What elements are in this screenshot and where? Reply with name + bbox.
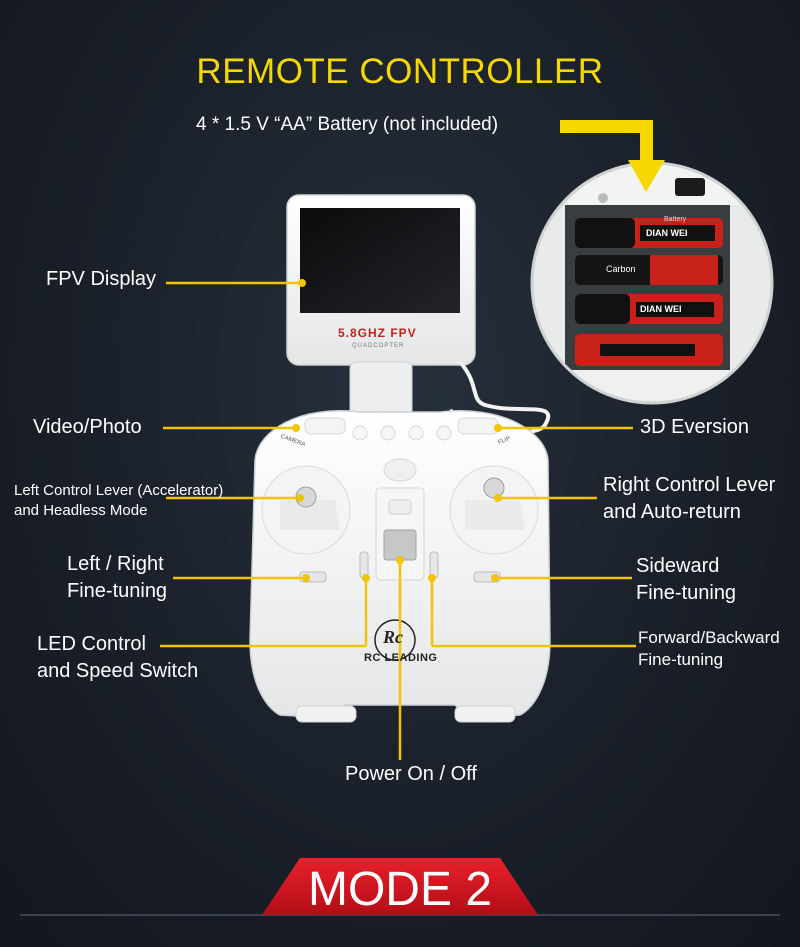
battery-row-2 bbox=[575, 255, 723, 285]
battery-text-1: DIAN WEI bbox=[646, 228, 688, 238]
label-lr-fine-line2: Fine-tuning bbox=[67, 580, 168, 602]
battery-row-4 bbox=[575, 334, 723, 366]
battery-row-3 bbox=[575, 294, 723, 324]
mode-banner bbox=[20, 858, 780, 916]
controller-logo-text: RC LEADING bbox=[364, 652, 438, 664]
page-title: REMOTE CONTROLLER bbox=[196, 52, 604, 91]
label-fpv-display: FPV Display bbox=[46, 268, 157, 290]
mode-label: MODE 2 bbox=[307, 863, 493, 916]
battery-note: 4 * 1.5 V “AA” Battery (not included) bbox=[196, 114, 499, 135]
label-lr-fine-line1: Left / Right bbox=[67, 553, 164, 575]
callout-lines bbox=[160, 279, 636, 760]
label-led-line2: and Speed Switch bbox=[37, 660, 199, 682]
battery-text-2: Carbon bbox=[606, 264, 636, 274]
battery-row-1 bbox=[575, 218, 723, 248]
label-video-photo: Video/Photo bbox=[33, 416, 142, 438]
screen-brand: 5.8GHZ FPV bbox=[338, 326, 417, 340]
battery-zoom-circle bbox=[530, 161, 774, 405]
label-left-lever-line2: and Headless Mode bbox=[14, 502, 148, 519]
label-right-lever-line2: and Auto-return bbox=[603, 501, 741, 523]
label-left-lever-line1: Left Control Lever (Accelerator) bbox=[14, 482, 224, 499]
label-power: Power On / Off bbox=[345, 763, 477, 785]
fpv-monitor bbox=[286, 194, 551, 435]
battery-text-3: DIAN WEI bbox=[640, 304, 682, 314]
label-fb-fine-line2: Fine-tuning bbox=[638, 650, 724, 669]
screen-subbrand: QUADCOPTER bbox=[352, 343, 405, 349]
label-led-line1: LED Control bbox=[37, 633, 146, 655]
battery-text-top: Battery bbox=[664, 216, 687, 223]
label-sideward-line2: Fine-tuning bbox=[636, 582, 737, 604]
battery-arrow bbox=[560, 120, 665, 192]
label-right-lever-line1: Right Control Lever bbox=[603, 474, 776, 496]
label-fb-fine-line1: Forward/Backward bbox=[638, 628, 780, 647]
label-3d-eversion: 3D Eversion bbox=[640, 416, 749, 438]
controller-logo-mark: Rc bbox=[383, 627, 403, 647]
label-sideward-line1: Sideward bbox=[636, 555, 720, 577]
